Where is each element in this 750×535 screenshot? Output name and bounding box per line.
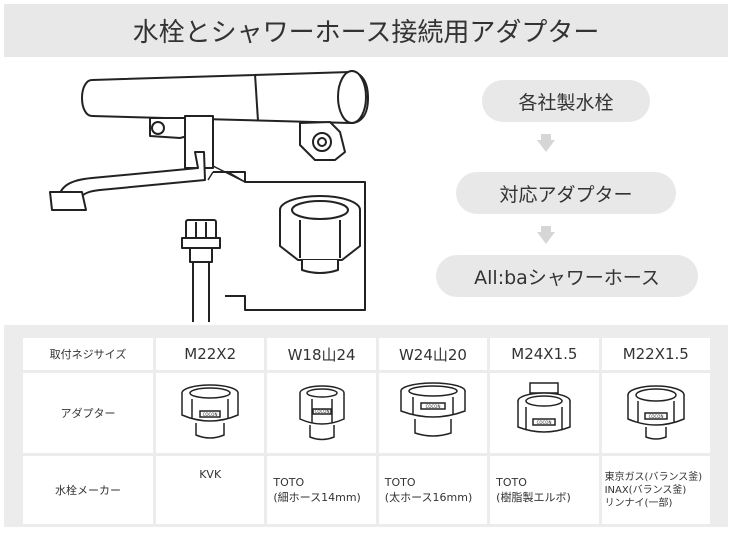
maker-line: (太ホース16mm) xyxy=(384,491,473,504)
down-arrow-icon xyxy=(537,140,555,152)
adapter-m22x15-icon: COCON xyxy=(627,385,685,440)
maker-line: TOTO xyxy=(496,476,527,489)
maker-cell: KVK xyxy=(156,456,265,524)
thread-size-cell: W24山20 xyxy=(378,338,488,370)
table-row-maker: 水栓メーカー KVK TOTO (細ホース14mm) TOTO (太ホース16m… xyxy=(23,456,710,524)
thread-size-cell: W18山24 xyxy=(267,338,376,370)
flow-arrow-stem xyxy=(541,226,551,232)
table-row-adapter: アダプター COCON xyxy=(23,373,710,453)
adapter-image-cell: COCON xyxy=(378,373,488,453)
adapter-w24-icon: COCON xyxy=(400,382,466,437)
adapter-mark-text: COCON xyxy=(314,409,329,414)
adapter-m22x2-icon: COCON xyxy=(181,384,239,439)
maker-line: INAX(バランス釜) xyxy=(604,484,687,496)
maker-cell: TOTO (樹脂製エルボ) xyxy=(490,456,599,524)
maker-cell: TOTO (太ホース16mm) xyxy=(378,456,488,524)
thread-size-cell: M22X2 xyxy=(156,338,265,370)
flow-step-label: 対応アダプター xyxy=(499,183,633,206)
adapter-image-cell: COCON xyxy=(601,373,710,453)
adapter-image-cell: COCON xyxy=(490,373,599,453)
page-title: 水栓とシャワーホース接続用アダプター xyxy=(132,18,600,48)
adapter-table: 取付ネジサイズ M22X2 W18山24 W24山20 M24X1.5 M22X… xyxy=(20,335,713,527)
adapter-m24-icon: COCON xyxy=(517,382,572,433)
row-header-thread-size: 取付ネジサイズ xyxy=(23,338,153,370)
flow-step-label: All:baシャワーホース xyxy=(474,266,660,289)
flow-arrow-stem xyxy=(541,134,551,140)
row-header-maker: 水栓メーカー xyxy=(23,456,153,524)
adapter-mark-text: COCON xyxy=(426,404,441,409)
adapter-image-cell: COCON xyxy=(156,373,265,453)
title-bar: 水栓とシャワーホース接続用アダプター xyxy=(4,4,728,57)
table-row-thread-size: 取付ネジサイズ M22X2 W18山24 W24山20 M24X1.5 M22X… xyxy=(23,338,710,370)
thread-size-cell: M24X1.5 xyxy=(490,338,599,370)
maker-cell: TOTO (細ホース14mm) xyxy=(267,456,376,524)
down-arrow-icon xyxy=(537,232,555,244)
flow-step-adapter: 対応アダプター xyxy=(456,172,676,214)
maker-line: 東京ガス(バランス釜) xyxy=(604,471,703,483)
adapter-mark-text: COCON xyxy=(203,412,218,417)
flow-step-hose: All:baシャワーホース xyxy=(436,255,698,297)
adapter-image-cell: COCON xyxy=(267,373,376,453)
adapter-table-panel: 取付ネジサイズ M22X2 W18山24 W24山20 M24X1.5 M22X… xyxy=(4,325,728,527)
maker-line: リンナイ(一部) xyxy=(604,497,673,509)
faucet-illustration xyxy=(49,70,369,322)
maker-line: TOTO xyxy=(273,476,305,489)
maker-line: KVK xyxy=(199,468,222,481)
adapter-mark-text: COCON xyxy=(648,414,663,419)
adapter-w18-icon: COCON xyxy=(298,385,345,441)
thread-size-cell: M22X1.5 xyxy=(601,338,710,370)
flow-step-faucet: 各社製水栓 xyxy=(482,80,650,122)
maker-line: (細ホース14mm) xyxy=(273,491,361,504)
flow-diagram: 各社製水栓 対応アダプター All:baシャワーホース xyxy=(430,70,730,320)
maker-cell: 東京ガス(バランス釜) INAX(バランス釜) リンナイ(一部) xyxy=(601,456,710,524)
maker-line: TOTO xyxy=(384,476,416,489)
row-header-adapter: アダプター xyxy=(23,373,153,453)
maker-line: (樹脂製エルボ) xyxy=(496,491,571,504)
flow-step-label: 各社製水栓 xyxy=(518,91,614,114)
adapter-mark-text: COCON xyxy=(537,420,552,425)
